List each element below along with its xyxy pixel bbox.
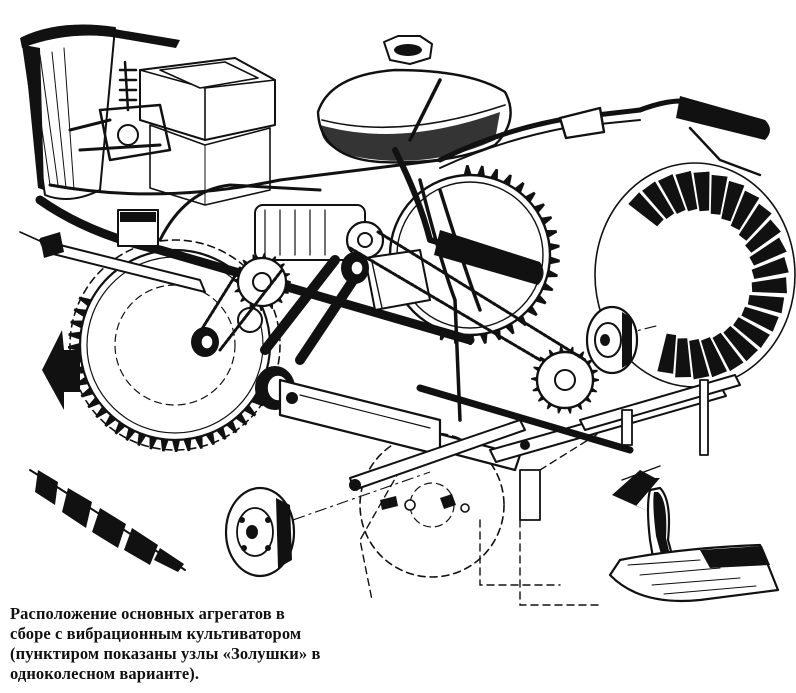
- plough-share: [608, 486, 780, 603]
- main-frame-tube: [35, 158, 475, 345]
- caption-line: Расположение основных агрегатов в: [10, 604, 285, 623]
- caption-line: одноколесном варианте).: [10, 664, 200, 683]
- engine-and-sprockets: [117, 204, 599, 414]
- tractor-tire: [585, 162, 796, 388]
- arrow-icon: [612, 465, 661, 512]
- caption-line: (пунктиром показаны узлы «Золушки» в: [10, 644, 321, 663]
- fasteners: [380, 494, 470, 513]
- cultivator-frame: [19, 231, 741, 521]
- disc-hub: [224, 486, 296, 578]
- box-hopper: [139, 57, 276, 206]
- left-drive-wheel: [67, 248, 272, 453]
- figure-caption: Расположение основных агрегатов в сборе …: [10, 604, 405, 684]
- tread-fragment: [29, 469, 186, 572]
- lever-linkage: [68, 60, 172, 162]
- caption-line: сборе с вибрационным культиватором: [10, 624, 302, 643]
- handlebar-assembly: [392, 78, 770, 422]
- arrow-icon: [42, 330, 80, 410]
- seed-hopper: [20, 24, 180, 200]
